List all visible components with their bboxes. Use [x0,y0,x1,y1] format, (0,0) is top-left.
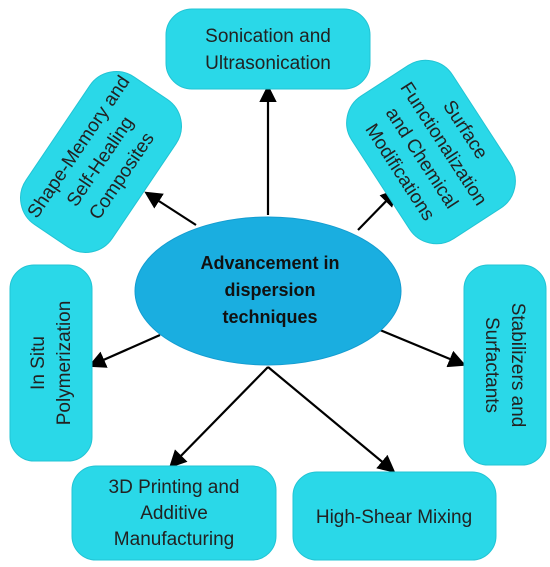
node-sonication: Sonication and Ultrasonication [165,8,371,90]
node-stabilizers-line-2: Surfactants [481,317,502,413]
arrow-to-stabilizers [379,328,467,368]
center-line-3: techniques [222,307,317,327]
node-surface-functionalization: Surface Functionalization and Chemical M… [346,59,516,245]
center-node: Advancement in dispersion techniques [134,216,402,366]
node-in-situ-line-1: In Situ [28,336,49,390]
node-3d-printing-line-1: 3D Printing and [109,477,240,498]
node-in-situ-polymerization: In Situ Polymerization [9,264,93,462]
arrow-to-3d-printing [168,366,269,469]
center-line-1: Advancement in [200,253,339,273]
node-shape-memory: Shape-Memory and Self-Healing Composites [20,71,182,253]
node-high-shear-mixing: High-Shear Mixing [292,471,497,561]
arrow-to-shape-memory [144,191,197,226]
arrow-to-in-situ-polymerization [87,333,161,368]
node-stabilizers: Stabilizers and Surfactants [463,264,547,466]
center-line-2: dispersion [224,280,315,300]
node-3d-printing: 3D Printing and Additive Manufacturing [71,465,277,561]
center-ellipse [134,216,402,366]
node-3d-printing-line-2: Additive [140,503,208,524]
arrow-to-surface-functionalization [357,188,399,231]
node-in-situ-line-2: Polymerization [54,301,75,426]
arrow-to-high-shear-mixing [267,366,396,473]
connector-arrows [87,84,467,473]
node-sonication-line-2: Ultrasonication [205,53,331,74]
node-high-shear-line-1: High-Shear Mixing [316,507,472,528]
node-sonication-line-1: Sonication and [205,26,331,47]
node-stabilizers-line-1: Stabilizers and [507,303,528,428]
node-3d-printing-line-3: Manufacturing [114,529,234,550]
